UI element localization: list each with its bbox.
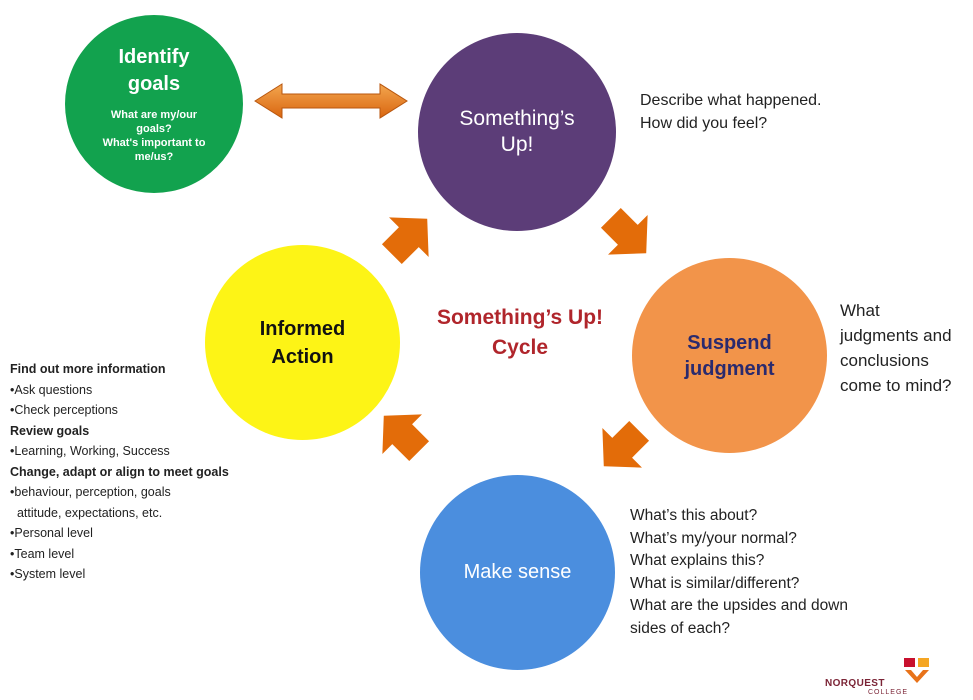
list-item: •Team level bbox=[10, 546, 75, 561]
norquest-logo: NORQUEST COLLEGE bbox=[820, 652, 950, 698]
list-item: attitude, expectations, etc. bbox=[10, 505, 163, 520]
somethings-up-circle: Something’s Up! bbox=[418, 33, 616, 231]
arrow-suspend-to-sense bbox=[602, 420, 650, 468]
identify-goals-title: Identify goals bbox=[118, 46, 190, 95]
arrow-informed-to-up bbox=[381, 217, 429, 265]
make-sense-title: Make sense bbox=[463, 561, 572, 583]
identify-goals-questions: What are my/our goals? What's important … bbox=[102, 109, 206, 163]
list-item: •Ask questions bbox=[10, 382, 93, 397]
suspend-judgment-title: Suspend judgment bbox=[684, 331, 775, 380]
arrow-up-to-suspend bbox=[600, 207, 648, 255]
logo-subtitle: COLLEGE bbox=[868, 689, 909, 696]
list-heading: Review goals bbox=[10, 423, 90, 438]
list-item: •Check perceptions bbox=[10, 403, 118, 417]
make-sense-prompt: What’s this about? What’s my/your normal… bbox=[630, 507, 848, 637]
list-item: •behaviour, perception, goals bbox=[10, 485, 171, 499]
logo-name: NORQUEST bbox=[825, 678, 885, 689]
somethings-up-prompt: Describe what happened. How did you feel… bbox=[640, 92, 822, 132]
somethings-up-title: Something’s Up! bbox=[459, 107, 575, 156]
arrow-sense-to-informed bbox=[382, 414, 430, 462]
identify-goals-circle: Identify goals What are my/our goals? Wh… bbox=[65, 15, 243, 193]
list-item: •Personal level bbox=[10, 526, 93, 540]
list-item: •System level bbox=[10, 567, 86, 581]
cycle-title: Something’s Up! Cycle bbox=[436, 306, 604, 359]
make-sense-circle: Make sense bbox=[420, 475, 615, 670]
norquest-logo-icon bbox=[904, 658, 929, 683]
list-heading: Find out more information bbox=[10, 362, 166, 376]
informed-action-list: Find out more information •Ask questions… bbox=[10, 359, 280, 585]
suspend-judgment-circle: Suspend judgment bbox=[632, 258, 827, 453]
list-heading: Change, adapt or align to meet goals bbox=[10, 464, 229, 479]
suspend-judgment-prompt: What judgments and conclusions come to m… bbox=[840, 301, 952, 395]
list-item: •Learning, Working, Success bbox=[10, 444, 170, 458]
informed-action-title: Informed Action bbox=[259, 317, 346, 368]
informed-action-circle: Informed Action bbox=[205, 245, 400, 440]
double-arrow bbox=[254, 83, 408, 119]
